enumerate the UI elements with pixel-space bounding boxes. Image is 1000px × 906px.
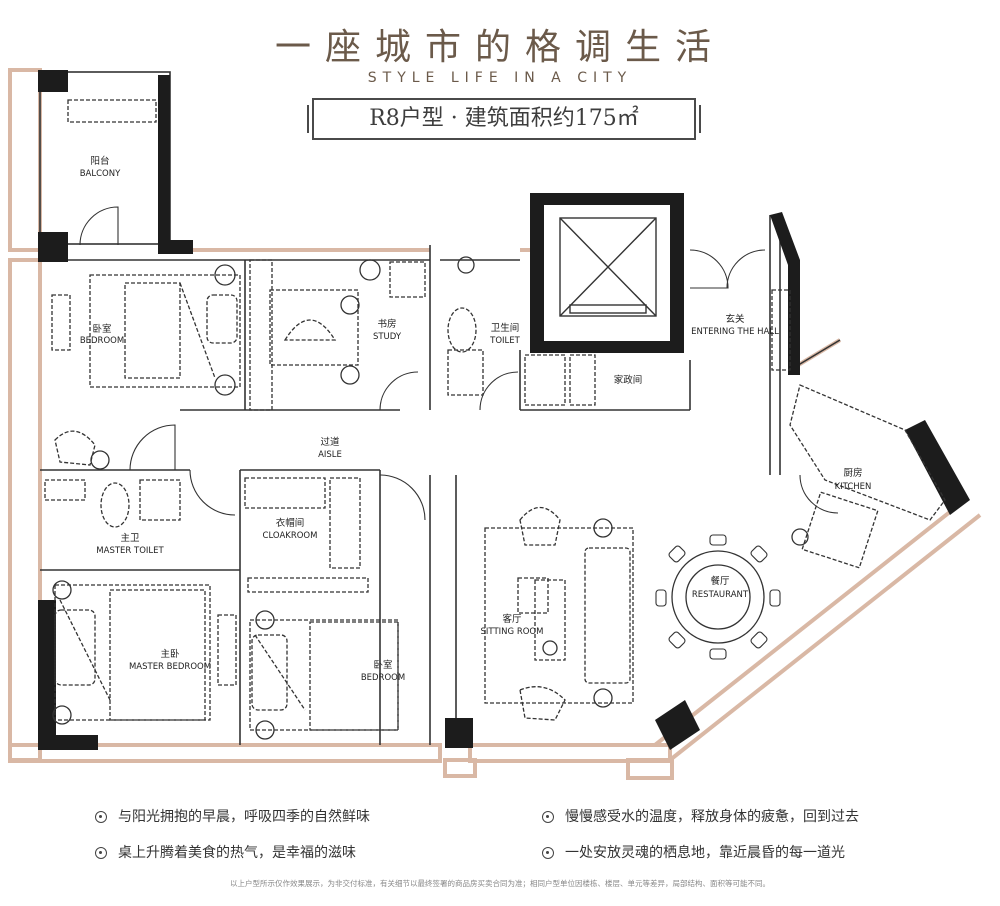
feature-2: 慢慢感受水的温度，释放身体的疲惫，回到过去 (565, 809, 859, 825)
page-title: 一座城市的格调生活 (274, 27, 725, 68)
unit-badge: R8户型 · 建筑面积约175㎡ (307, 98, 701, 140)
furniture (44, 99, 946, 731)
master-toilet-label-en: MASTER TOILET (96, 546, 164, 556)
walls-solid (38, 70, 970, 750)
kitchen-label-en: KITCHEN (835, 482, 872, 492)
entrance-label-en: ENTERING THE HALL (691, 327, 779, 337)
balcony-label-cn: 阳台 (90, 155, 109, 167)
walls-thin (39, 71, 841, 745)
bullet-icon (95, 847, 107, 859)
entrance-label-cn: 玄关 (725, 313, 745, 325)
cloakroom-label-en: CLOAKROOM (263, 531, 318, 541)
restaurant-label-cn: 餐厅 (710, 575, 730, 587)
bedroom-nw-label-en: BEDROOM (80, 336, 124, 346)
sitting-room-label-en: SITTING ROOM (481, 627, 544, 637)
bullet-icon (542, 811, 554, 823)
study-label-cn: 书房 (377, 318, 396, 330)
master-bedroom-label-cn: 主卧 (160, 648, 180, 660)
toilet-label-cn: 卫生间 (491, 322, 520, 334)
page-subtitle: STYLE LIFE IN A CITY (367, 70, 633, 86)
feature-3: 桌上升腾着美食的热气，是幸福的滋味 (118, 845, 356, 861)
toilet-label-en: TOILET (489, 336, 520, 346)
doors (79, 206, 839, 521)
fixtures (52, 256, 809, 740)
elevator-shaft (559, 217, 657, 317)
restaurant-label-en: RESTAURANT (692, 590, 749, 600)
dining-chairs (655, 534, 781, 660)
bedroom-s-label-en: BEDROOM (361, 673, 405, 683)
feature-4: 一处安放灵魂的栖息地，靠近晨昏的每一道光 (565, 845, 845, 861)
kitchen-label-cn: 厨房 (843, 467, 862, 479)
master-toilet-label-cn: 主卫 (120, 532, 140, 544)
feature-1: 与阳光拥抱的早晨，呼吸四季的自然鲜味 (118, 809, 370, 825)
study-label-en: STUDY (373, 332, 402, 342)
disclaimer: 以上户型所示仅作效果展示，为非交付标准，有关细节以最终签署的商品房买卖合同为准；… (230, 879, 770, 888)
sitting-room-label-cn: 客厅 (502, 613, 522, 625)
bedroom-nw-label-cn: 卧室 (92, 323, 111, 335)
room-labels: 阳台 BALCONY 卧室 BEDROOM 书房 STUDY 卫生间 TOILE… (80, 155, 872, 683)
bullet-icon (542, 847, 554, 859)
master-bedroom-label-en: MASTER BEDROOM (129, 662, 211, 672)
housekeeping-label-cn: 家政间 (614, 374, 643, 386)
cloakroom-label-cn: 衣帽间 (276, 517, 305, 529)
balcony-label-en: BALCONY (80, 169, 121, 179)
bullet-icon (95, 811, 107, 823)
bedroom-s-label-cn: 卧室 (373, 659, 392, 671)
aisle-label-cn: 过道 (320, 436, 340, 448)
aisle-label-en: AISLE (318, 450, 342, 460)
